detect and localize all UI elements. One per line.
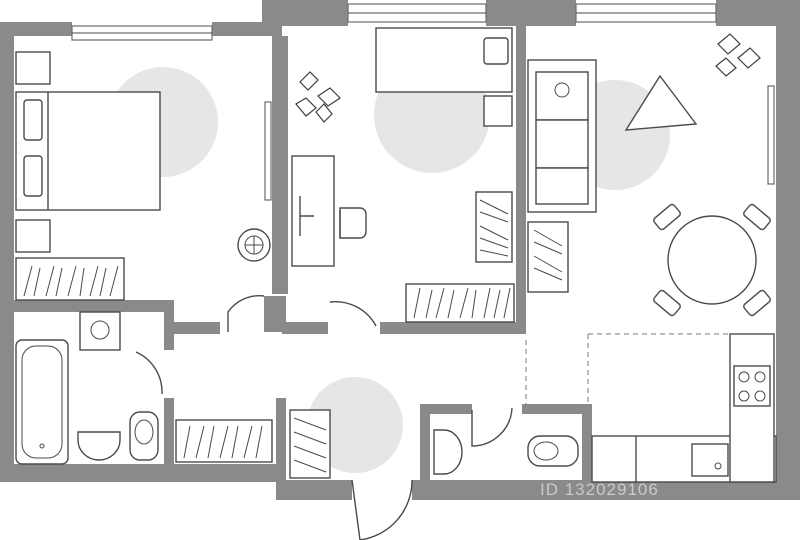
nightstand-top (15, 51, 51, 85)
shoe-cabinet (289, 409, 331, 479)
toilet-room (433, 429, 579, 475)
wardrobe-bedroom (15, 257, 125, 301)
hallway (175, 409, 331, 479)
washing-machine (79, 311, 121, 351)
bedroom (15, 51, 271, 301)
washbasin (77, 431, 121, 461)
children-room (291, 27, 515, 323)
windows (71, 3, 775, 201)
nightstand-kids (483, 95, 513, 127)
desk (291, 155, 335, 267)
coffee-table (624, 74, 698, 131)
wardrobe-kids-bottom (405, 283, 515, 323)
sink (691, 443, 729, 477)
bathtub (15, 339, 69, 465)
cabinet (527, 221, 569, 293)
watermark: ID 132029106 (540, 480, 659, 499)
plant-icon (715, 33, 761, 77)
living-kitchen (525, 33, 777, 483)
washbasin-toilet (433, 429, 463, 475)
walls (0, 0, 800, 500)
bathroom (15, 311, 159, 465)
stove (733, 365, 771, 407)
plant-icon (295, 71, 341, 123)
dining-table (667, 215, 757, 305)
toilet-bowl (527, 435, 579, 467)
nightstand-bottom (15, 219, 51, 253)
doors (135, 294, 513, 540)
toilet-bath (129, 411, 159, 461)
